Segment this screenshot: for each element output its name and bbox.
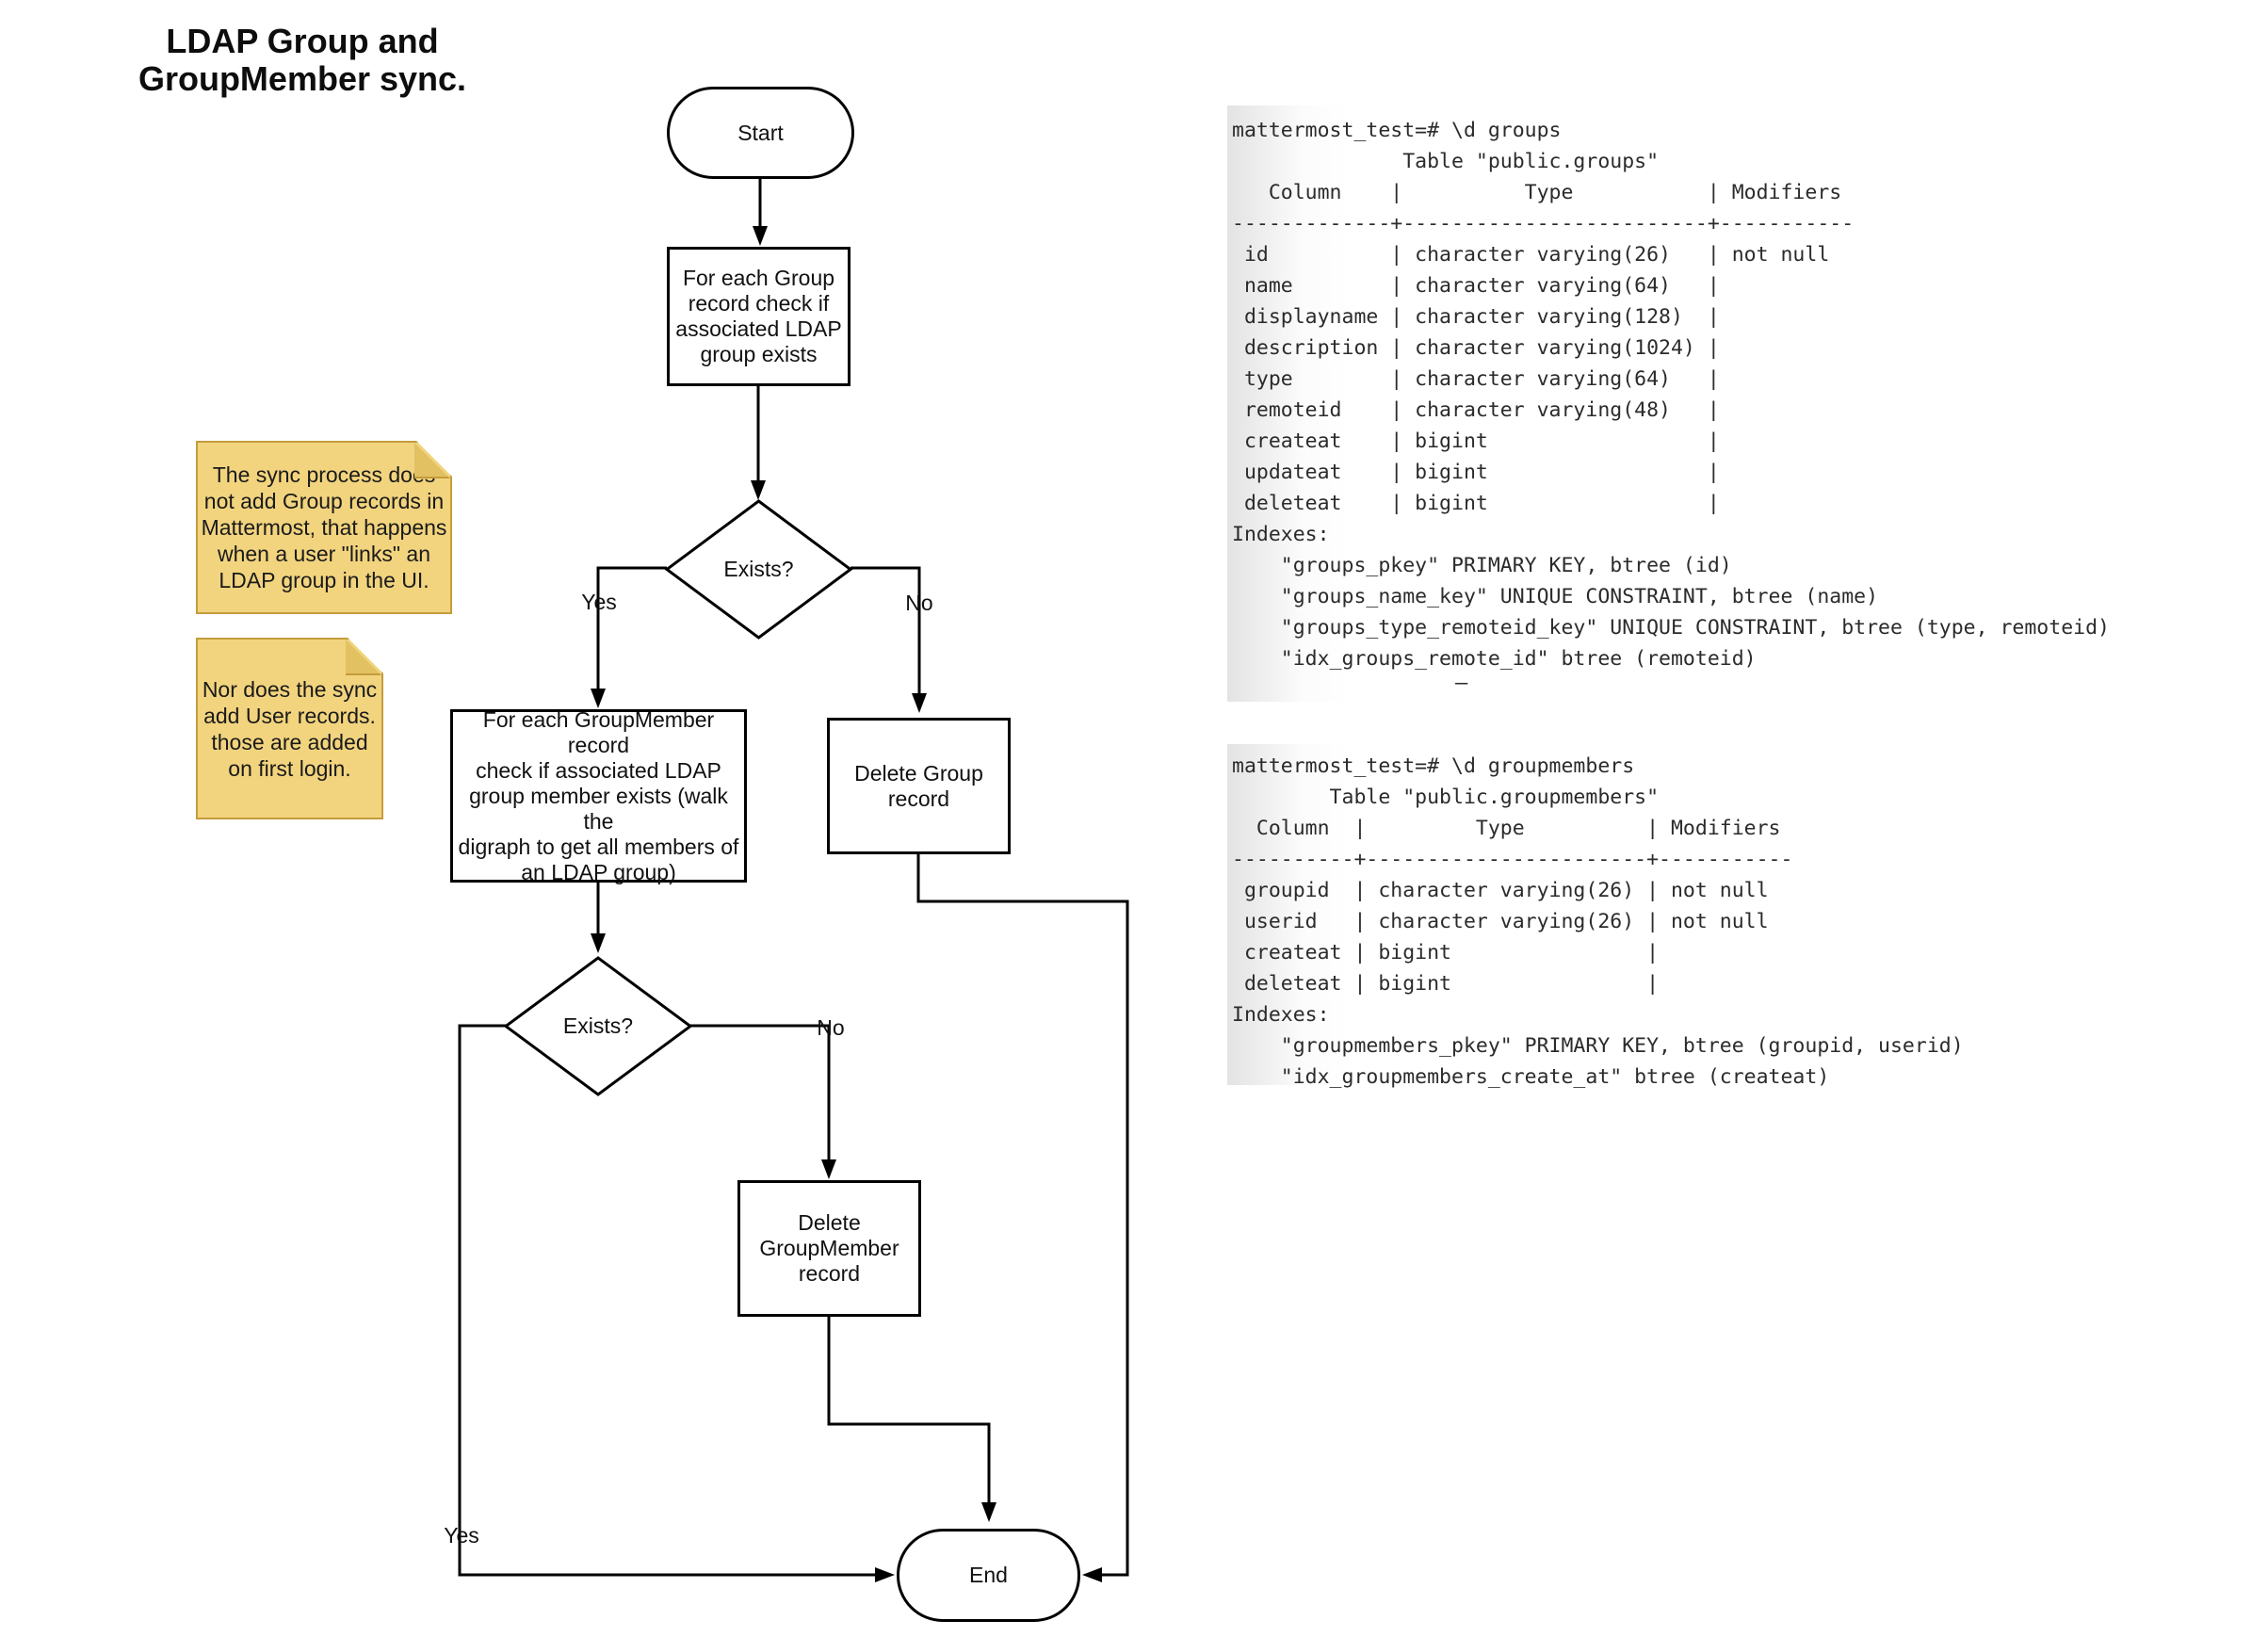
connector-exists1-yes	[596, 566, 667, 690]
stray-dash: —	[1455, 672, 1468, 695]
sticky-note-user-sync: Nor does the sync add User records. thos…	[196, 638, 383, 819]
arrowhead	[753, 226, 768, 246]
branch-label-yes-1: Yes	[581, 590, 617, 614]
terminal-groups-table: mattermost_test=# \d groups Table "publi…	[1227, 105, 2169, 702]
process-check-group-label: For each Group record check if associate…	[675, 266, 842, 366]
connector-delgroup-to-end	[916, 854, 1129, 1577]
terminal-groups-table-output: mattermost_test=# \d groups Table "publi…	[1232, 119, 2110, 671]
decision-exists-groupmember-label: Exists?	[562, 1013, 634, 1038]
decision-exists-groupmember	[503, 956, 693, 1096]
arrowhead	[821, 1159, 836, 1179]
decision-exists-group	[664, 499, 853, 640]
page-title: LDAP Group and GroupMember sync.	[138, 22, 467, 98]
process-delete-groupmember-label: Delete GroupMember record	[759, 1210, 899, 1286]
end-node-label: End	[969, 1563, 1008, 1587]
start-node: Start	[667, 87, 854, 179]
arrowhead	[875, 1567, 895, 1582]
connector-delgm-to-end	[827, 1317, 991, 1504]
arrowhead	[912, 693, 927, 713]
branch-label-no-1: No	[905, 591, 933, 615]
arrowhead	[591, 689, 606, 708]
terminal-groupmembers-table: mattermost_test=# \d groupmembers Table …	[1227, 744, 1971, 1089]
process-delete-groupmember-node: Delete GroupMember record	[737, 1180, 921, 1317]
sticky-note-group-sync-text: The sync process does not add Group reco…	[201, 462, 447, 592]
branch-label-no-2: No	[817, 1015, 845, 1040]
arrowhead	[981, 1502, 996, 1522]
process-delete-group-label: Delete Group record	[854, 760, 983, 811]
process-check-groupmember-node: For each GroupMember record check if ass…	[450, 706, 747, 884]
arrowhead	[751, 480, 766, 500]
arrowhead	[1082, 1567, 1102, 1582]
start-node-label: Start	[737, 120, 784, 145]
process-check-groupmember-label: For each GroupMember record check if ass…	[458, 706, 739, 884]
process-delete-group-node: Delete Group record	[827, 718, 1011, 854]
connector-exists2-yes-to-end	[458, 1024, 877, 1577]
decision-exists-group-label: Exists?	[723, 557, 794, 581]
process-check-group-node: For each Group record check if associate…	[667, 247, 850, 386]
arrowhead	[591, 933, 606, 953]
connector-exists1-no	[850, 566, 921, 695]
end-node: End	[897, 1529, 1080, 1622]
terminal-groupmembers-table-output: mattermost_test=# \d groupmembers Table …	[1232, 754, 1964, 1089]
connector-exists2-no	[690, 1024, 831, 1161]
sticky-note-group-sync: The sync process does not add Group reco…	[196, 441, 452, 614]
sticky-note-user-sync-text: Nor does the sync add User records. thos…	[202, 676, 378, 781]
branch-label-yes-2: Yes	[444, 1523, 479, 1548]
